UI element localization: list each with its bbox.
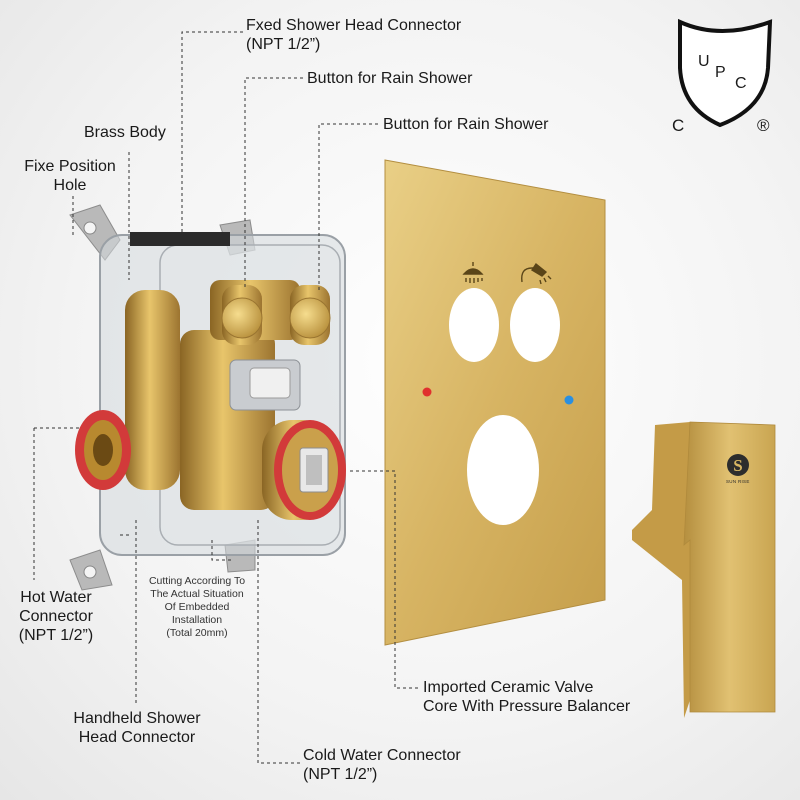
hot-water-line2: Connector <box>19 608 93 625</box>
ceramic-line1: Imported Ceramic Valve <box>423 679 594 696</box>
rain-shower-buttons <box>221 285 331 345</box>
cutting-line4: Installation <box>171 614 223 626</box>
fixed-shower-connector-line2: (NPT 1/2”) <box>246 36 321 53</box>
sunrise-logo-icon: S <box>727 454 749 476</box>
hot-water-connector <box>75 410 131 490</box>
cutting-line3: Of Embedded <box>164 601 230 613</box>
fixe-position-line2: Hole <box>53 177 87 194</box>
hot-water-connector-label: Hot Water Connector (NPT 1/2”) <box>8 588 104 645</box>
upc-outside-c: C <box>672 116 684 135</box>
fixed-shower-connector-line1: Fxed Shower Head Connector <box>246 17 462 34</box>
cutting-note-label: Cutting According To The Actual Situatio… <box>138 575 256 640</box>
leader-lines <box>33 31 418 764</box>
brass-body-label: Brass Body <box>84 124 166 141</box>
cold-indicator-dot <box>564 395 574 405</box>
handheld-shower-connector-label: Handheld Shower Head Connector <box>62 709 212 747</box>
brass-body <box>125 280 301 510</box>
upc-letter-p: P <box>715 64 726 81</box>
cutting-line2: The Actual Situation <box>150 588 244 600</box>
upc-letter-c: C <box>735 75 747 92</box>
handheld-line1: Handheld Shower <box>73 710 201 727</box>
hot-water-line1: Hot Water <box>20 589 92 606</box>
cold-water-line1: Cold Water Connector <box>303 747 461 764</box>
rain-shower-button-label-2: Button for Rain Shower <box>383 116 549 133</box>
fixed-shower-connector-label: Fxed Shower Head Connector (NPT 1/2”) <box>246 16 461 54</box>
fixe-position-line1: Fixe Position <box>24 158 116 175</box>
cutting-line5: (Total 20mm) <box>166 627 228 639</box>
handheld-shower-icon <box>521 262 552 285</box>
hot-water-line3: (NPT 1/2”) <box>18 627 94 644</box>
handheld-line2: Head Connector <box>78 729 196 746</box>
rain-shower-button-label-1: Button for Rain Shower <box>307 70 473 87</box>
cover-plate <box>384 159 606 646</box>
brand-name: SUN RISE <box>726 479 750 484</box>
cold-water-connector <box>262 420 346 520</box>
cold-water-line2: (NPT 1/2”) <box>303 766 378 783</box>
rain-shower-icon <box>462 262 484 283</box>
cutting-line1: Cutting According To <box>148 575 246 587</box>
ceramic-valve-core-label: Imported Ceramic Valve Core With Pressur… <box>423 678 630 716</box>
registered-mark: ® <box>757 116 770 135</box>
handle-lever <box>632 421 776 718</box>
hot-indicator-dot <box>422 387 432 397</box>
upc-letter-u: U <box>698 53 710 70</box>
brand-logo-letter: S <box>733 456 742 475</box>
upc-certification-shield: U P C C ® <box>672 18 773 135</box>
ceramic-line2: Core With Pressure Balancer <box>423 698 631 715</box>
fixe-position-hole-label: Fixe Position Hole <box>18 157 122 195</box>
cold-water-connector-label: Cold Water Connector (NPT 1/2”) <box>303 746 461 784</box>
